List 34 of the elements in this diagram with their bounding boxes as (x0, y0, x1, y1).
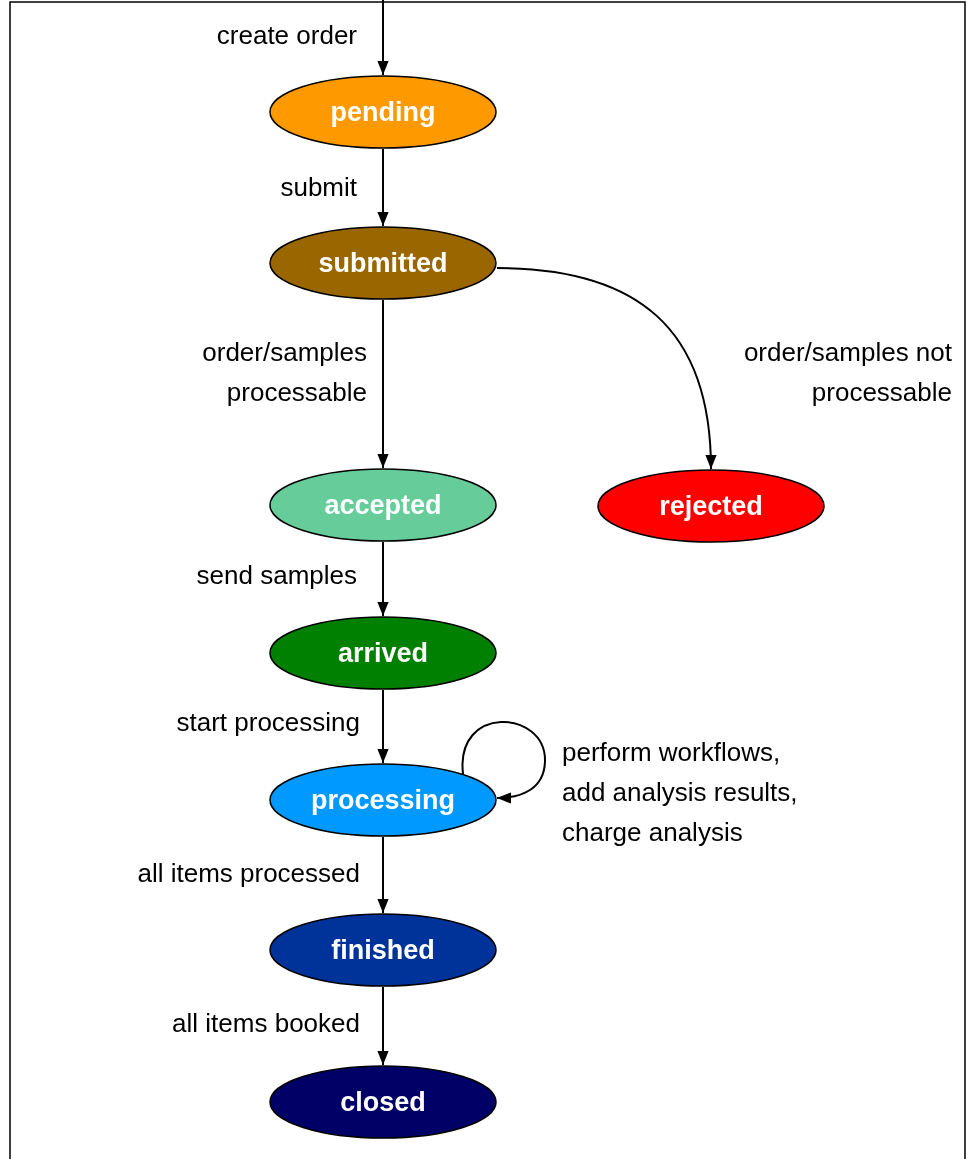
edge-label: perform workflows, add analysis results, charge analysis (562, 736, 799, 849)
edge-label: submit (279, 171, 357, 204)
state-ellipse (269, 913, 497, 987)
state-name: rejected (659, 490, 763, 522)
state-name: arrived (337, 637, 429, 669)
state-ellipse (269, 226, 497, 300)
arrow (461, 721, 546, 804)
arrow (377, 836, 389, 914)
state-name: pending (330, 96, 436, 128)
edge-label: all items booked (171, 1007, 360, 1040)
edge-label: send samples (195, 559, 357, 592)
arrow (377, 986, 389, 1066)
arrow (377, 689, 389, 764)
arrow (496, 267, 716, 470)
edge-label: all items processed (136, 857, 360, 890)
arrow (377, 541, 389, 617)
state-ellipse (597, 469, 825, 543)
state-ellipse (269, 763, 497, 837)
state-name: accepted (324, 489, 442, 521)
edge-label: order/samples not processable (742, 336, 952, 409)
edge-label: create order (215, 19, 357, 52)
edge-label: order/samples processable (201, 336, 367, 409)
arrow (377, 0, 389, 76)
state-ellipse (269, 616, 497, 690)
edge-label: start processing (175, 706, 360, 739)
state-name: processing (310, 784, 455, 816)
arrow (377, 148, 389, 227)
state-ellipse (269, 468, 497, 542)
arrow (377, 299, 389, 469)
state-ellipse (269, 1065, 497, 1139)
state-name: submitted (318, 247, 448, 279)
state-ellipse (269, 75, 497, 149)
state-name: closed (340, 1086, 426, 1118)
state-name: finished (331, 934, 435, 966)
